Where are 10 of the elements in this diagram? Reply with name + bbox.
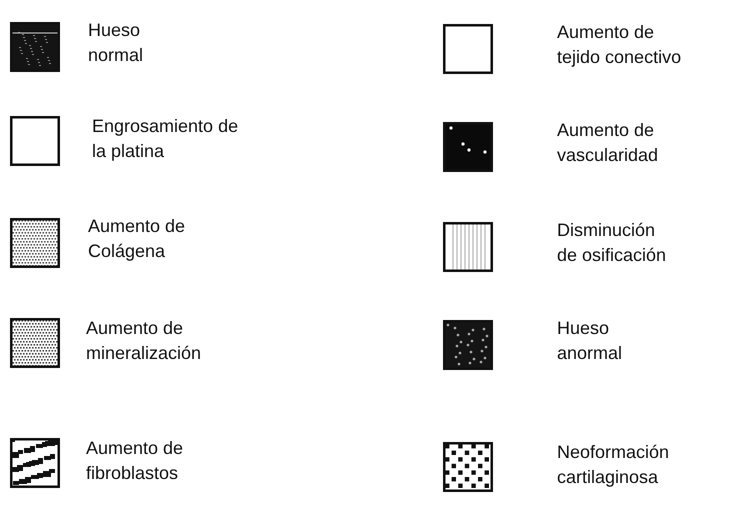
legend-label: Hueso normal [88, 19, 144, 67]
legend-label: Aumento de mineralización [86, 317, 202, 365]
legend-label: Hueso anormal [557, 317, 624, 365]
legend-label: Aumento de tejido conectivo [557, 21, 682, 69]
legend-label: Neoformación cartilaginosa [557, 441, 670, 489]
legend-label: Engrosamiento de la platina [92, 115, 240, 163]
legend-label: Aumento de Colágena [88, 215, 186, 263]
legend-label: Aumento de fibroblastos [86, 437, 184, 485]
legend-label: Disminución de osificación [557, 219, 668, 267]
legend-label: Aumento de vascularidad [557, 119, 660, 167]
